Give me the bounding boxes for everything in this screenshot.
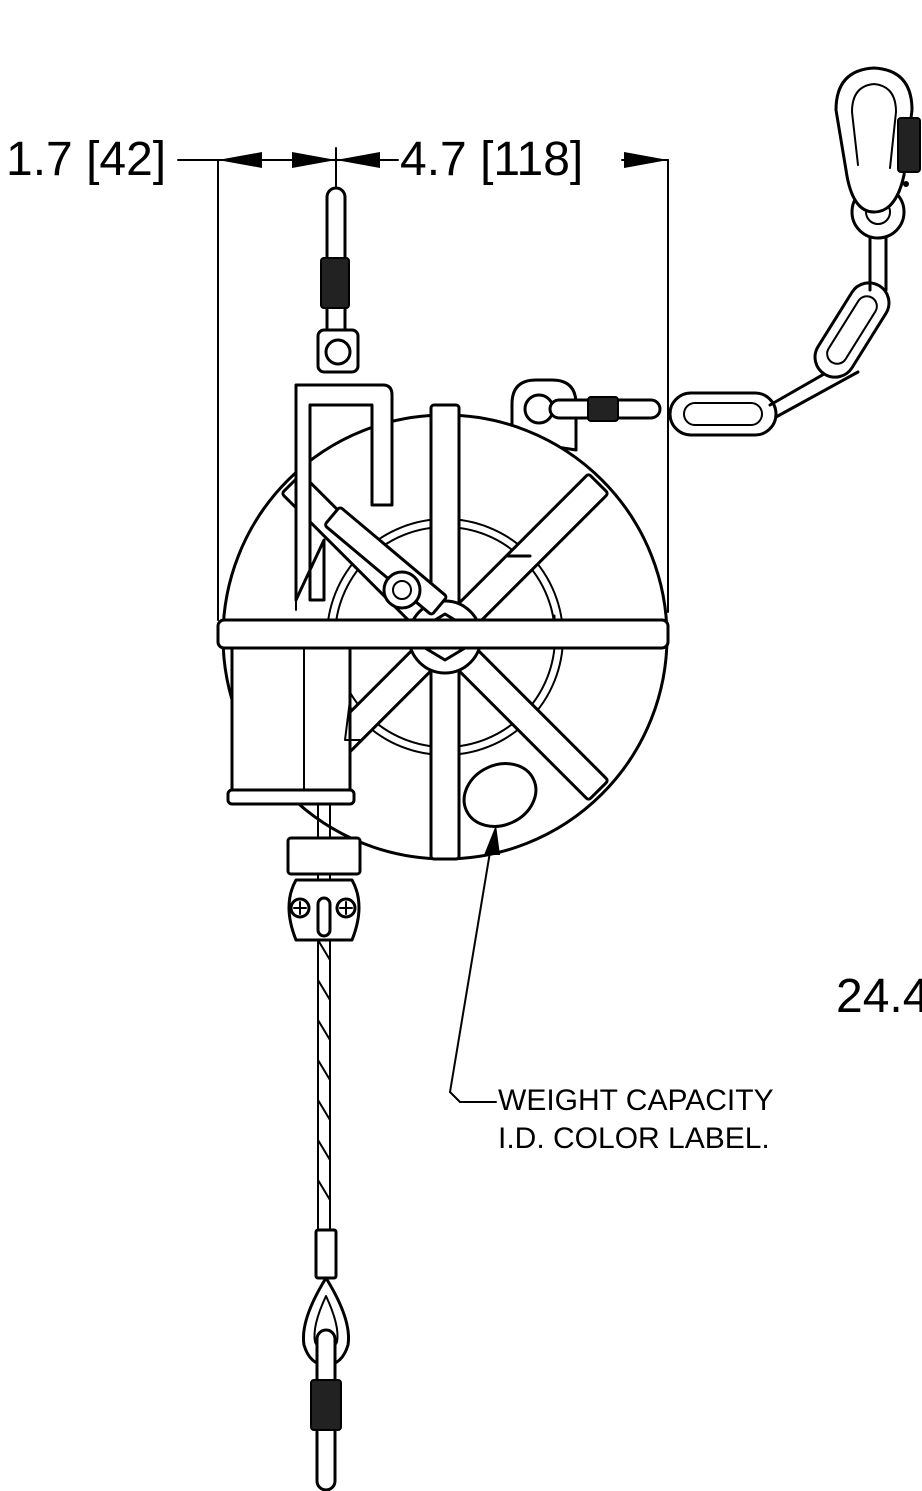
label-callout: WEIGHT CAPACITY I.D. COLOR LABEL.	[449, 825, 774, 1155]
note-line-2: I.D. COLOR LABEL.	[498, 1122, 770, 1155]
dimension-right-width: 4.7 [118]	[335, 133, 669, 613]
cable-assembly	[286, 803, 362, 1491]
dimension-right-width-label: 4.7 [118]	[400, 133, 583, 186]
side-mount-chain	[510, 66, 921, 452]
dimension-left-width: 1.7 [42]	[6, 133, 337, 621]
top-hook	[316, 186, 360, 374]
color-label	[462, 762, 538, 828]
housing-frame	[216, 383, 670, 806]
adjustment-lever	[324, 506, 448, 616]
dimension-height-label: 24.4	[836, 970, 922, 1023]
dimension-left-width-label: 1.7 [42]	[6, 133, 166, 186]
note-line-1: WEIGHT CAPACITY	[498, 1084, 774, 1117]
